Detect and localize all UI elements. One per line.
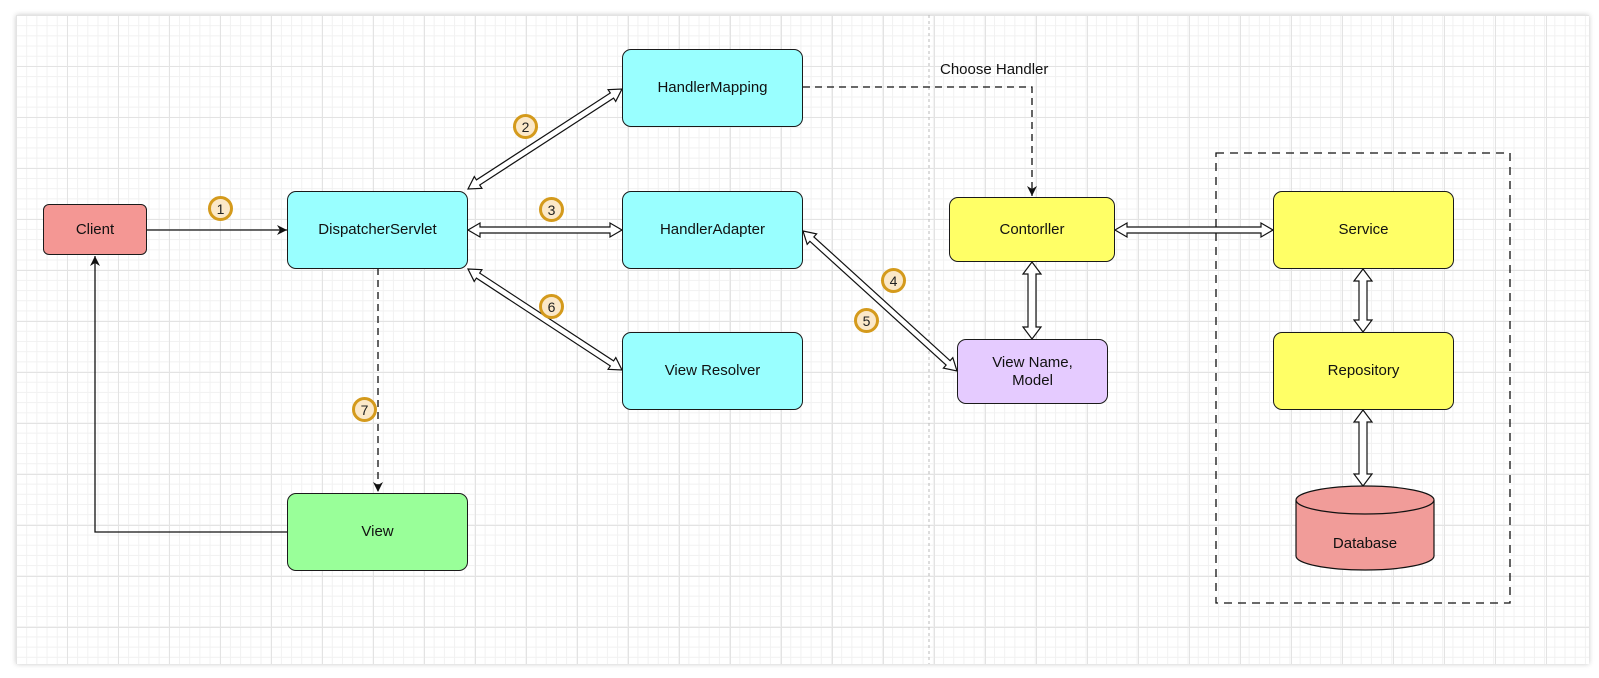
view-node[interactable]: View: [287, 493, 468, 571]
arrow-repository-database: [1352, 409, 1374, 487]
arrow-dispatcher-handlermapping: [466, 88, 624, 190]
step-badge-4: 4: [881, 268, 906, 293]
backend-group-boundary: [1215, 152, 1511, 604]
step-badge-7: 7: [352, 397, 377, 422]
step-badge-5: 5: [854, 308, 879, 333]
arrow-dispatcher-viewresolver: [467, 268, 623, 371]
arrow-dispatcher-handleradapter: [466, 221, 624, 239]
arrow-handleradapter-viewmodel: [802, 230, 958, 372]
step-badge-2: 2: [513, 114, 538, 139]
step-badge-6: 6: [539, 294, 564, 319]
view-resolver-node[interactable]: View Resolver: [622, 332, 803, 410]
hollow-arrow-group: [466, 88, 1374, 487]
view-name-model-node[interactable]: View Name, Model: [957, 339, 1108, 404]
step-badge-1: 1: [208, 196, 233, 221]
dispatcher-servlet-node[interactable]: DispatcherServlet: [287, 191, 468, 269]
arrow-choose-handler: [803, 86, 1037, 196]
repository-node[interactable]: Repository: [1273, 332, 1454, 410]
arrow-service-repository: [1352, 268, 1374, 333]
database-cylinder: [1295, 485, 1435, 571]
arrow-controller-service: [1113, 221, 1275, 239]
controller-node[interactable]: Contorller: [949, 197, 1115, 262]
handler-mapping-node[interactable]: HandlerMapping: [622, 49, 803, 127]
client-node[interactable]: Client: [43, 204, 147, 255]
arrow-controller-viewmodel: [1021, 261, 1043, 340]
handler-adapter-node[interactable]: HandlerAdapter: [622, 191, 803, 269]
service-node[interactable]: Service: [1273, 191, 1454, 269]
step-badge-3: 3: [539, 197, 564, 222]
choose-handler-label: Choose Handler: [940, 61, 1049, 78]
database-label[interactable]: Database: [1332, 534, 1398, 552]
arrow-view-to-client: [90, 256, 288, 533]
